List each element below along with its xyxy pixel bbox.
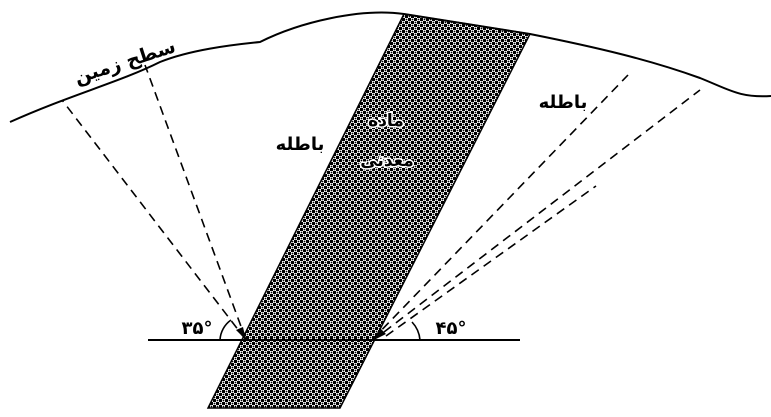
ore-body-label-line1: ماده [368,111,404,131]
ground-surface-line [9,11,771,123]
ore-body-label-line2: معدنی [360,151,414,171]
right-slope-line-2 [383,89,701,333]
left-slope-line-35 [61,99,247,341]
right-slope-line-1 [371,74,629,341]
left-slope-lines [61,64,247,341]
right-arrow-head [374,328,386,340]
right-slope-lines [371,74,701,341]
right-slope-line-45 [385,185,597,337]
left-slope-line-steep [144,64,247,341]
right-angle-arc [411,321,421,341]
waste-rock-label-right: باطله [539,92,588,113]
left-angle-label: ۳۵° [182,318,213,339]
left-arrow-head [236,327,246,340]
ore-body [206,13,532,409]
waste-rock-label-left: باطله [276,134,325,155]
left-angle-arc [219,319,232,341]
right-angle-label: ۴۵° [436,318,467,339]
